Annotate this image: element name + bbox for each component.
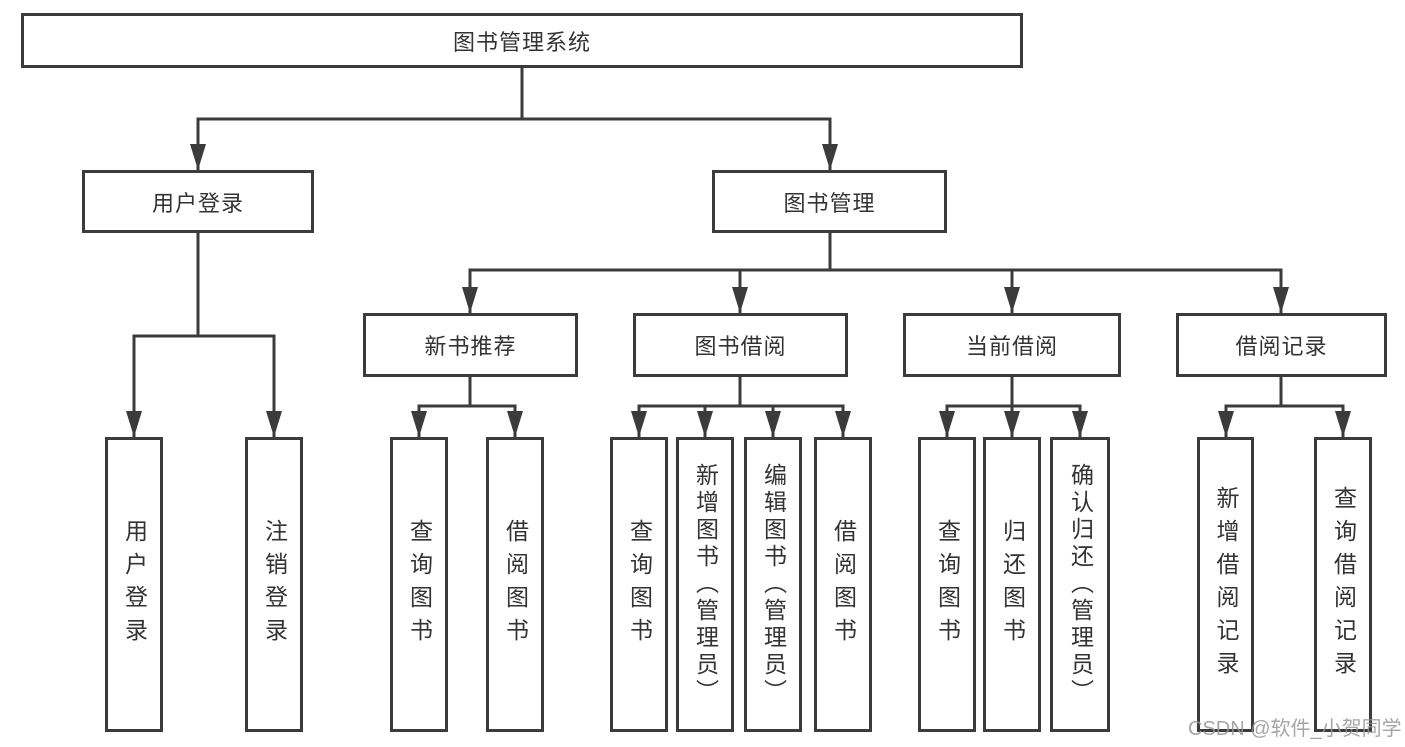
leaf-label: 新增图书（管理员） [692, 463, 719, 706]
node-label: 用户登录 [151, 190, 244, 216]
leaf-label: 新增借阅记录 [1213, 485, 1239, 684]
node-book-management: 图书管理 [712, 170, 947, 233]
leaf-label: 编辑图书（管理员） [760, 463, 787, 706]
leaf-query-book-1: 查询图书 [390, 437, 448, 732]
leaf-add-book-admin: 新增图书（管理员） [676, 437, 734, 732]
leaf-borrow-book-2: 借阅图书 [814, 437, 872, 732]
leaf-borrow-book-1: 借阅图书 [486, 437, 544, 732]
leaf-edit-book-admin: 编辑图书（管理员） [744, 437, 802, 732]
node-borrow-record: 借阅记录 [1176, 313, 1387, 377]
leaf-label: 借阅图书 [502, 518, 529, 651]
leaf-label: 用户登录 [121, 518, 148, 651]
leaf-query-borrow-record: 查询借阅记录 [1314, 437, 1372, 732]
leaf-user-login: 用户登录 [105, 437, 163, 732]
leaf-confirm-return-admin: 确认归还（管理员） [1050, 437, 1110, 732]
leaf-label: 查询借阅记录 [1330, 485, 1357, 684]
node-label: 图书管理系统 [452, 29, 591, 55]
leaf-label: 查询图书 [934, 518, 961, 651]
leaf-label: 归还图书 [999, 518, 1026, 651]
node-label: 图书借阅 [694, 334, 787, 359]
node-label: 图书管理 [783, 190, 876, 216]
node-new-book-recommend: 新书推荐 [363, 313, 578, 377]
leaf-label: 借阅图书 [830, 518, 857, 651]
node-book-borrow: 图书借阅 [633, 313, 848, 377]
node-label: 当前借阅 [965, 334, 1058, 359]
leaf-label: 查询图书 [626, 518, 653, 651]
leaf-add-borrow-record: 新增借阅记录 [1197, 437, 1254, 732]
leaf-label: 查询图书 [406, 518, 433, 651]
leaf-query-book-2: 查询图书 [610, 437, 668, 732]
node-label: 新书推荐 [424, 334, 517, 359]
node-user-login: 用户登录 [82, 170, 314, 233]
node-current-borrow: 当前借阅 [903, 313, 1121, 377]
leaf-label: 注销登录 [261, 518, 288, 651]
leaf-logout: 注销登录 [245, 437, 303, 732]
leaf-return-book: 归还图书 [983, 437, 1041, 732]
node-label: 借阅记录 [1235, 334, 1328, 359]
csdn-watermark: CSDN @软件_小贺同学 [1188, 718, 1402, 740]
leaf-query-book-3: 查询图书 [918, 437, 976, 732]
leaf-label: 确认归还（管理员） [1067, 463, 1094, 706]
node-root-system: 图书管理系统 [21, 13, 1023, 68]
